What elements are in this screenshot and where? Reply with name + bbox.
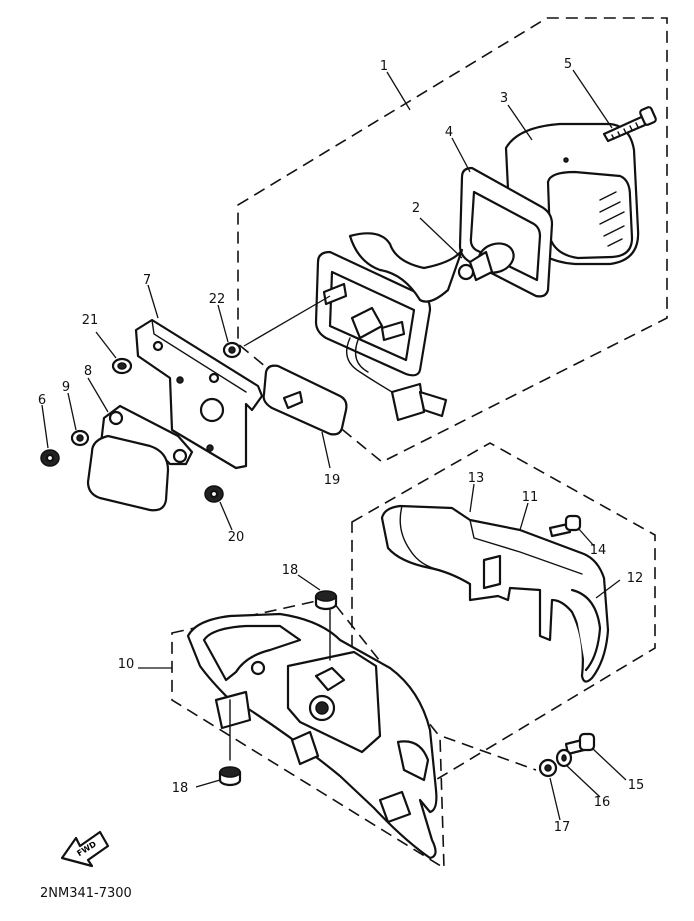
bolt-15 [564,732,596,756]
callout-1: 1 [380,59,388,74]
lens-screw [602,106,657,143]
grommet-22 [222,341,242,359]
leader-lines [41,69,627,821]
rear-bracket [186,609,438,860]
washer-9 [70,429,90,447]
grab-bar-assembly-boundary [351,442,656,788]
callout-15: 15 [628,778,645,793]
callout-16: 16 [594,795,611,810]
callout-9: 9 [62,380,70,395]
license-lamp [86,404,194,512]
callout-18-bottom: 18 [172,781,189,796]
callout-21: 21 [82,313,99,328]
callout-20: 20 [228,530,245,545]
callout-4: 4 [445,125,453,140]
callout-18-top: 18 [282,563,299,578]
callout-22: 22 [209,292,226,307]
grab-bar-cover [380,504,610,683]
screw-14 [548,514,582,538]
tail-light-assembly-boundary [237,17,668,463]
callout-19: 19 [324,473,341,488]
license-plate-bracket [134,318,264,470]
nut-21 [111,357,133,375]
callout-14: 14 [590,543,607,558]
washer-17 [538,758,558,778]
rear-reflector [262,364,348,436]
damper-18-top [314,590,338,611]
washer-16 [555,748,573,768]
callout-17: 17 [554,820,571,835]
nut-6 [40,449,60,467]
bracket-assembly-boundary [171,597,445,870]
lens-gasket-inner [469,190,542,282]
bracket-extension-line [443,736,537,771]
callout-5: 5 [564,57,572,72]
callout-7: 7 [143,273,151,288]
damper-18-bottom [218,766,242,787]
tail-light-bulb [457,242,515,282]
callout-8: 8 [84,364,92,379]
callout-12: 12 [627,571,644,586]
callout-13: 13 [468,471,485,486]
fwd-arrow-icon: FWD [60,830,110,868]
tail-light-housing [314,232,464,422]
callout-11: 11 [522,490,539,505]
callout-6: 6 [38,393,46,408]
callout-2: 2 [412,201,420,216]
nut-20 [204,485,224,503]
callout-labels: 1 2 3 4 5 6 7 8 9 10 11 12 13 14 15 16 1… [38,57,644,835]
drawing-code: 2NM341-7300 [40,886,132,901]
callout-10: 10 [118,657,135,672]
callout-3: 3 [500,91,508,106]
